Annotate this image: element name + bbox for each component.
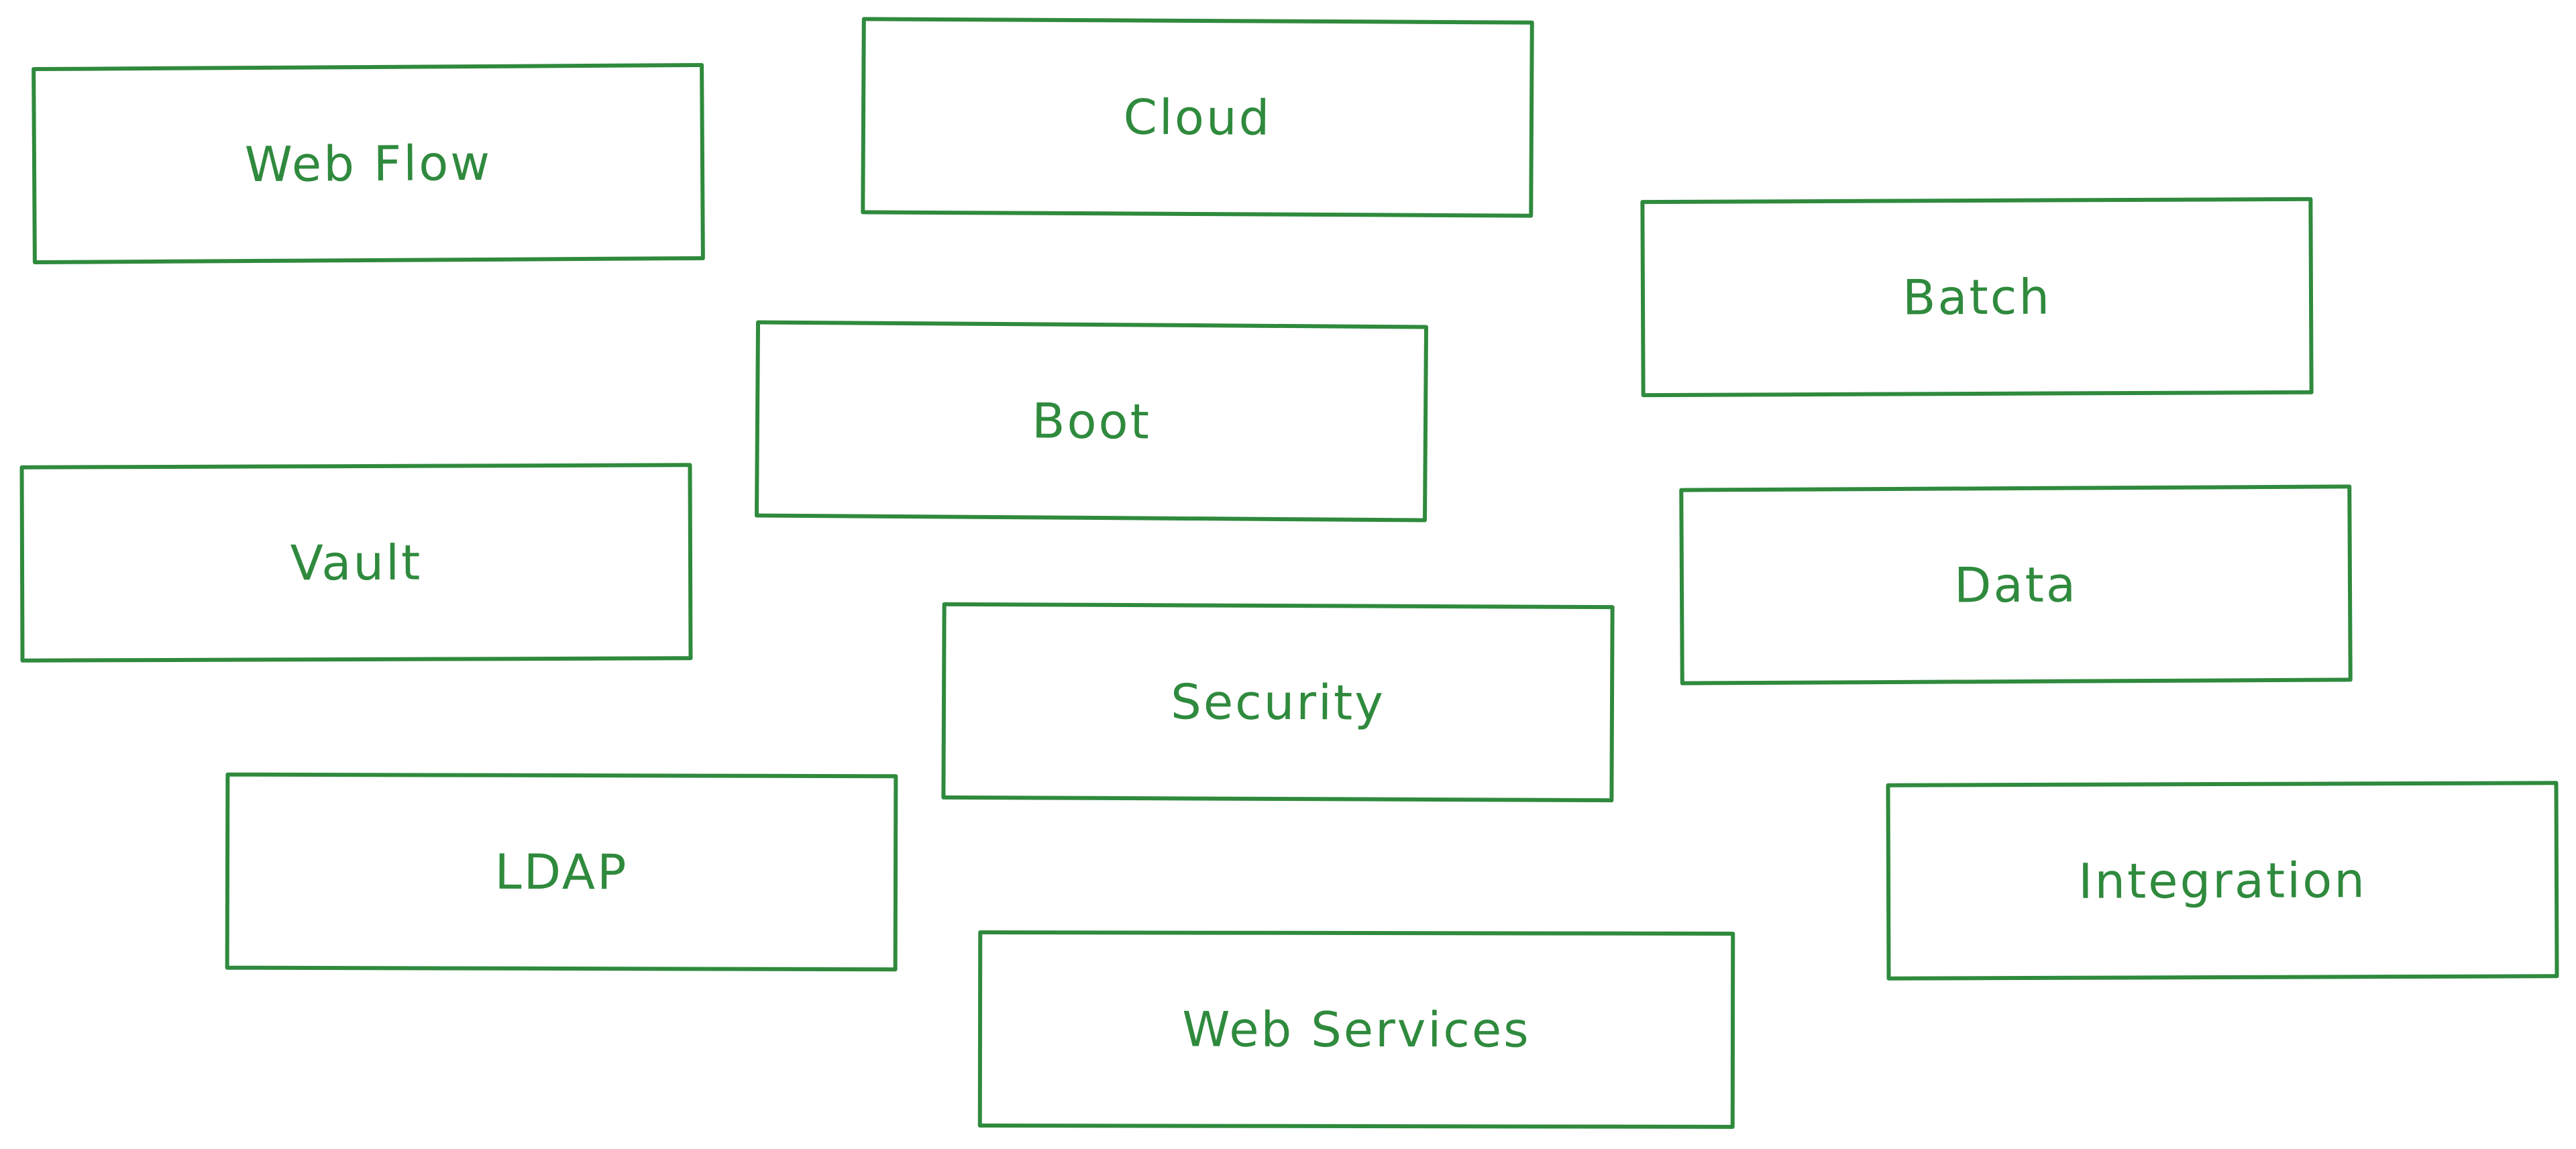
box-web-flow[interactable]: Web Flow	[32, 62, 705, 265]
box-label-boot: Boot	[1031, 392, 1152, 450]
box-data[interactable]: Data	[1679, 484, 2353, 686]
box-label-vault: Vault	[290, 534, 423, 592]
box-label-security: Security	[1170, 673, 1386, 731]
box-security[interactable]: Security	[941, 602, 1615, 803]
box-ldap[interactable]: LDAP	[225, 772, 898, 972]
box-boot[interactable]: Boot	[754, 320, 1429, 523]
box-cloud[interactable]: Cloud	[861, 17, 1534, 218]
box-label-web-services: Web Services	[1182, 1001, 1531, 1058]
box-integration[interactable]: Integration	[1886, 781, 2559, 981]
box-label-integration: Integration	[2078, 852, 2367, 910]
box-label-data: Data	[1953, 556, 2078, 614]
box-vault[interactable]: Vault	[19, 463, 693, 663]
box-label-batch: Batch	[1902, 268, 2052, 326]
box-web-services[interactable]: Web Services	[977, 930, 1735, 1129]
box-label-ldap: LDAP	[494, 843, 629, 901]
box-label-cloud: Cloud	[1123, 89, 1272, 146]
box-label-web-flow: Web Flow	[244, 134, 492, 193]
box-batch[interactable]: Batch	[1640, 197, 2314, 398]
